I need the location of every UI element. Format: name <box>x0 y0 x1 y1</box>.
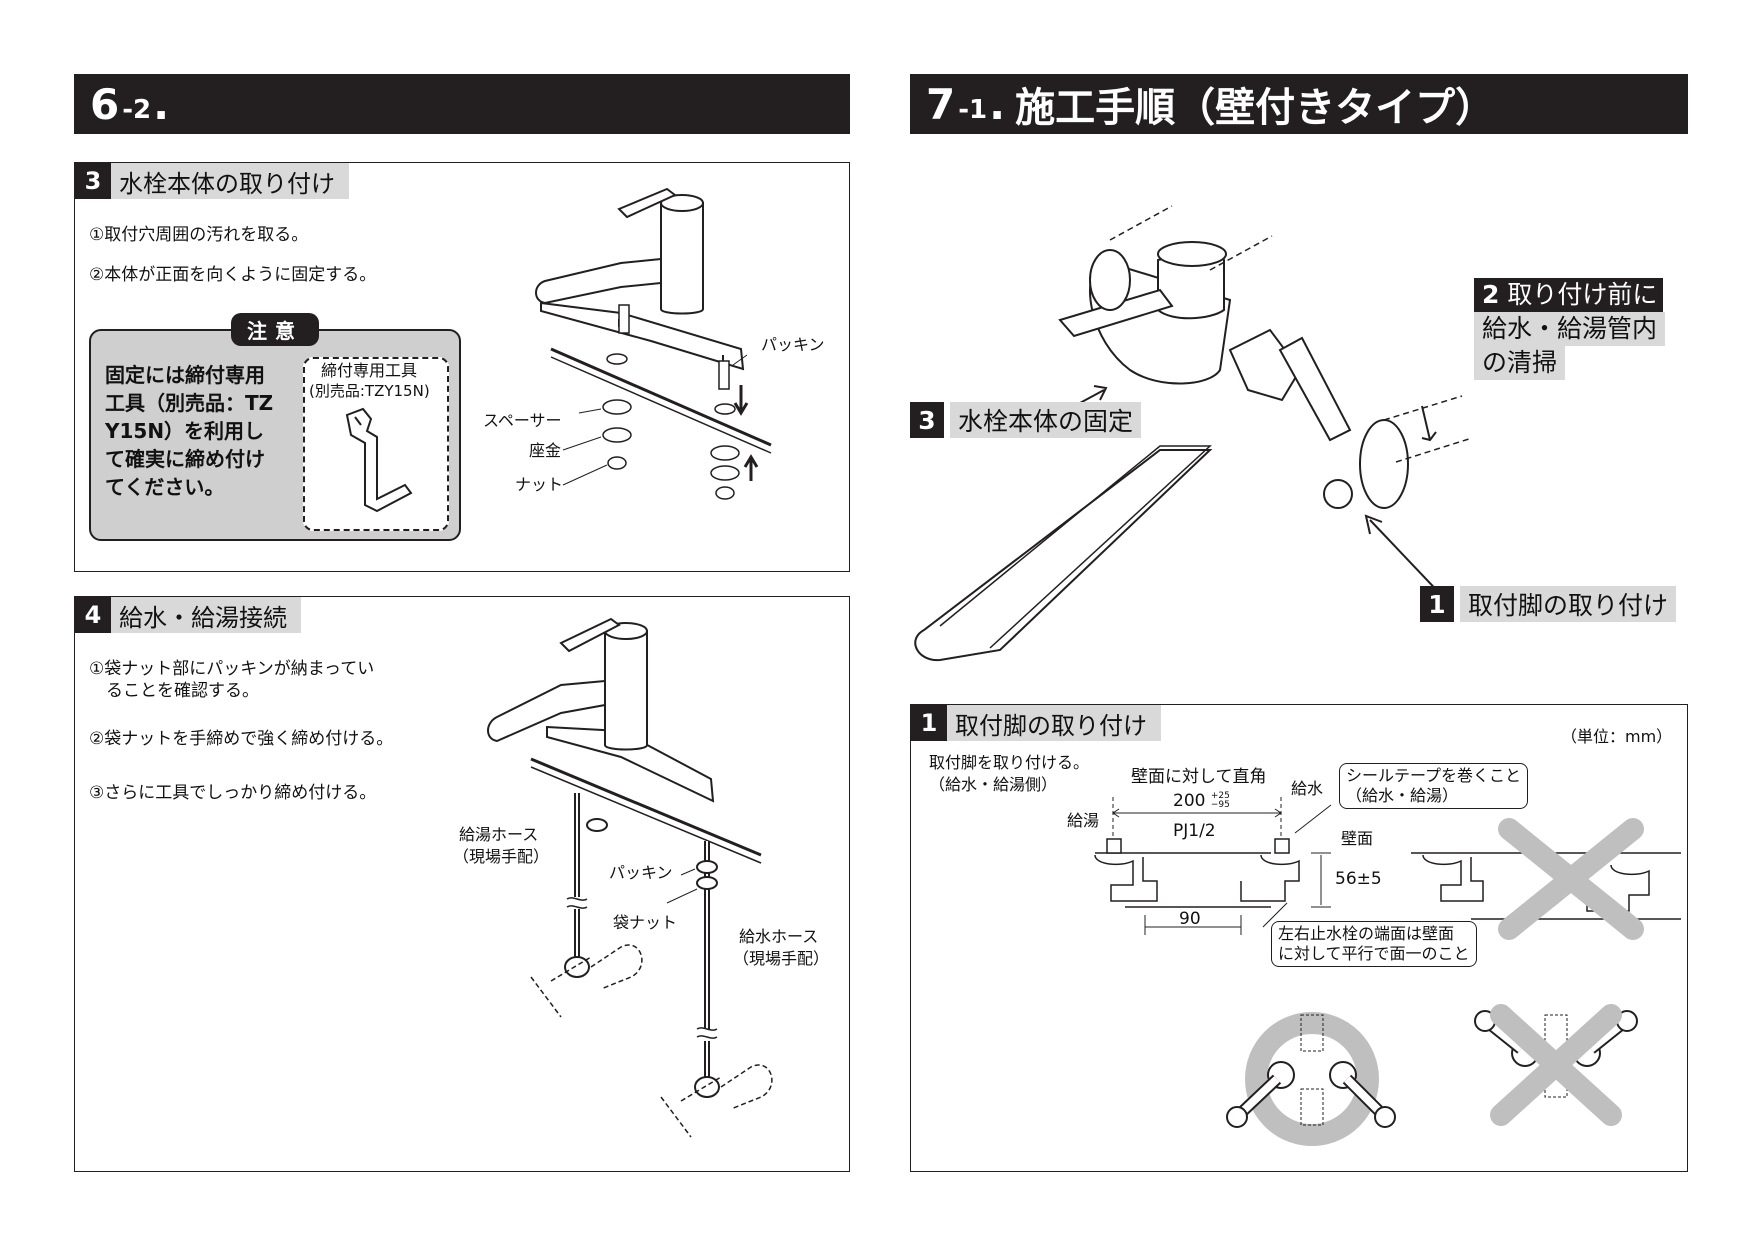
caution-line-2: 工具（別売品：TZ <box>105 391 274 415</box>
caution-line-1: 固定には締付専用 <box>105 363 265 387</box>
tool-box: 締付専用工具 (別売品:TZY15N) <box>303 357 449 531</box>
label-wall: 壁面 <box>1341 829 1374 848</box>
callout2-line-2: 給水・給湯管内 <box>1474 312 1666 346</box>
step3-line-1: ①取付穴周囲の汚れを取る。 <box>89 225 309 245</box>
callout-step1: 1 取付脚の取り付け <box>1420 586 1677 622</box>
label-spacer: スペーサー <box>483 411 562 430</box>
mounting-leg-dimension-diagram <box>1094 797 1681 1146</box>
callout3-badge: 3 <box>910 402 944 438</box>
seal-note-line-1: シールテープを巻くこと <box>1346 766 1522 785</box>
step1-panel: 1 取付脚の取り付け （単位：mm） 取付脚を取り付ける。 （給水・給湯側） <box>910 704 1688 1172</box>
step3-panel: 3 水栓本体の取り付け ①取付穴周囲の汚れを取る。 ②本体が正面を向くように固定… <box>74 162 850 572</box>
tool-label-1: 締付専用工具 <box>321 361 418 380</box>
label-hot-hose: 給湯ホース <box>459 825 539 844</box>
step4-line-1: ①袋ナット部にパッキンが納まってい <box>89 659 375 679</box>
unit-label: （単位：mm） <box>1561 727 1673 746</box>
callout2-line-1: 取り付け前に <box>1507 278 1664 312</box>
step4-line-3: ②袋ナットを手締めで強く締め付ける。 <box>89 729 394 749</box>
callout1-text: 取付脚の取り付け <box>1460 586 1677 622</box>
caution-line-4: て確実に締め付け <box>105 447 265 471</box>
label-dim-200: 200 +25 −95 <box>1173 791 1230 811</box>
section-subnumber: -2 <box>122 95 152 125</box>
label-packing: パッキン <box>761 335 825 354</box>
step4-title: 給水・給湯接続 <box>119 603 287 632</box>
parallel-note: 左右止水栓の端面は壁面 に対して平行で面一のこと <box>1271 921 1477 967</box>
section-subnumber: -1 <box>958 95 988 125</box>
label-packing: パッキン <box>609 863 673 882</box>
step4-heading: 4 給水・給湯接続 <box>75 597 301 633</box>
step4-line-4: ③さらに工具でしっかり締め付ける。 <box>89 783 377 803</box>
callout3-text: 水栓本体の固定 <box>950 402 1142 438</box>
intro-line-1: 取付脚を取り付ける。 <box>929 753 1090 772</box>
faucet-mount-illustration <box>535 187 772 500</box>
step1-badge: 1 <box>911 705 947 741</box>
label-cold: 給水 <box>1291 779 1324 798</box>
label-washer: 座金 <box>529 441 562 460</box>
label-dim-56: 56±5 <box>1335 869 1382 889</box>
step4-line-2: ることを確認する。 <box>89 681 259 701</box>
section-dot: . <box>153 79 170 129</box>
label-cold-hose-note: （現場手配） <box>733 949 830 968</box>
label-cold-hose: 給水ホース <box>739 927 819 946</box>
section-header-6-2: 6 -2 . <box>74 74 850 134</box>
seal-tape-note: シールテープを巻くこと （給水・給湯） <box>1339 763 1529 809</box>
caution-line-5: てください。 <box>105 475 225 499</box>
caution-line-3: Y15N）を利用し <box>105 419 265 443</box>
dim-200-value: 200 <box>1173 791 1206 811</box>
caution-text: 固定には締付専用 工具（別売品：TZ Y15N）を利用し て確実に締め付け てく… <box>105 361 273 501</box>
caution-box: 注意 固定には締付専用 工具（別売品：TZ Y15N）を利用し て確実に締め付け… <box>89 313 461 541</box>
intro-line-2: （給水・給湯側） <box>929 775 1058 794</box>
tool-label-2: (別売品:TZY15N) <box>309 382 430 400</box>
seal-note-line-2: （給水・給湯） <box>1346 786 1459 805</box>
step3-line-2: ②本体が正面を向くように固定する。 <box>89 265 377 285</box>
caution-title: 注意 <box>231 313 319 346</box>
callout-step3: 3 水栓本体の固定 <box>910 402 1142 438</box>
wrench-tool-icon <box>345 407 413 513</box>
step1-title: 取付脚の取り付け <box>955 711 1147 740</box>
step3-heading: 3 水栓本体の取り付け <box>75 163 349 199</box>
step3-title: 水栓本体の取り付け <box>119 169 335 198</box>
parallel-note-line-2: に対して平行で面一のこと <box>1278 944 1470 963</box>
dim-200-tolerance-minus: −95 <box>1210 800 1230 810</box>
callout-step2-box: 2 取り付け前に 給水・給湯管内 の清掃 <box>1474 278 1680 380</box>
step4-panel: 4 給水・給湯接続 ①袋ナット部にパッキンが納まってい ることを確認する。 ②袋… <box>74 596 850 1172</box>
callout2-line-3: の清掃 <box>1474 346 1566 380</box>
section-dot: . <box>989 79 1006 129</box>
label-nut: ナット <box>515 475 564 494</box>
label-bag-nut: 袋ナット <box>613 913 678 932</box>
parallel-note-line-1: 左右止水栓の端面は壁面 <box>1278 924 1455 943</box>
section-title: 施工手順（壁付きタイプ） <box>1015 85 1496 131</box>
callout2-badge-visible: 2 <box>1474 278 1508 312</box>
label-dim-90: 90 <box>1179 909 1201 929</box>
callout1-badge: 1 <box>1420 586 1454 622</box>
hose-connection-illustration <box>487 617 773 1138</box>
label-right-angle: 壁面に対して直角 <box>1131 767 1267 787</box>
wall-faucet-overview-illustration <box>914 205 1473 662</box>
section-number: 7 <box>926 79 957 129</box>
label-hot: 給湯 <box>1067 811 1100 830</box>
step4-badge: 4 <box>75 597 111 633</box>
label-pj: PJ1/2 <box>1173 821 1216 841</box>
dim-200-tolerance-plus: +25 <box>1210 791 1230 801</box>
step3-badge: 3 <box>75 163 111 199</box>
step1-heading: 1 取付脚の取り付け <box>911 705 1161 741</box>
label-hot-hose-note: （現場手配） <box>453 847 550 866</box>
section-header-7-1: 7 -1 . 施工手順（壁付きタイプ） <box>910 74 1688 134</box>
section-number: 6 <box>90 79 121 129</box>
